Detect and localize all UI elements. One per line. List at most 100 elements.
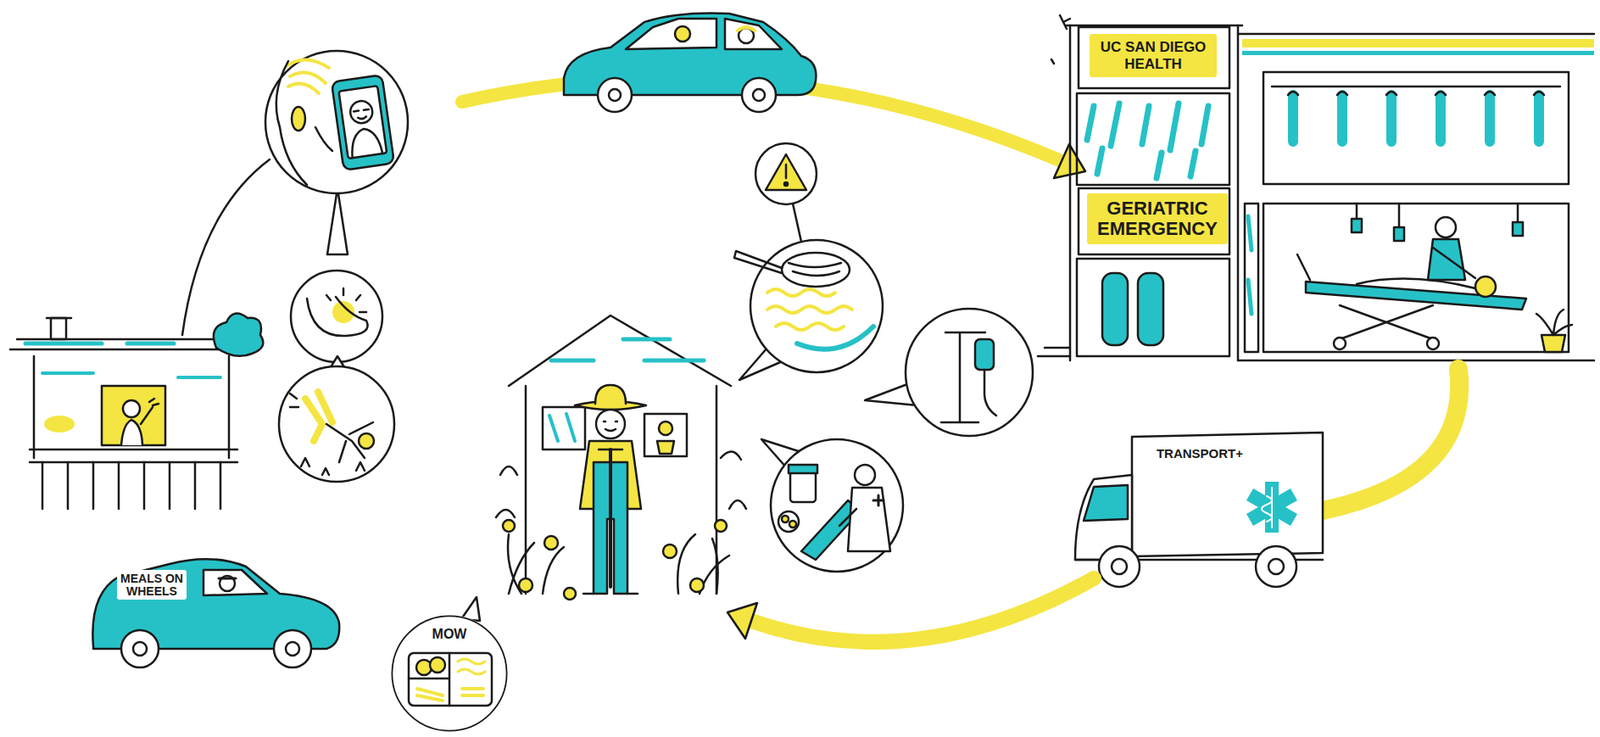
drawing-stroke bbox=[218, 577, 236, 580]
family-car bbox=[563, 12, 816, 112]
sign-panel: MEALS ON WHEELS bbox=[117, 569, 187, 600]
drawing-stroke bbox=[219, 575, 235, 591]
drawing-stroke bbox=[429, 657, 446, 673]
phone-bubble bbox=[265, 50, 408, 255]
iv-bubble bbox=[864, 308, 1033, 436]
drawing-stroke bbox=[563, 587, 576, 600]
drawing-stroke bbox=[353, 109, 369, 112]
bubble-circle bbox=[391, 615, 507, 731]
drawing-stroke bbox=[1263, 203, 1569, 352]
sign-panel: UC SAN DIEGO HEALTH bbox=[1089, 33, 1217, 78]
drawing-stroke bbox=[770, 439, 904, 572]
drawing-stroke bbox=[608, 449, 613, 587]
arrow-head bbox=[727, 602, 758, 639]
fall-bubble bbox=[278, 356, 395, 482]
drawing-stroke bbox=[1037, 347, 1071, 357]
drawing-stroke bbox=[408, 652, 492, 706]
drawing-stroke bbox=[25, 341, 174, 346]
drawing-stroke bbox=[1293, 94, 1539, 142]
drawing-stroke bbox=[121, 629, 159, 668]
drawing-stroke bbox=[1070, 25, 1238, 361]
drawing-stroke bbox=[273, 629, 312, 668]
drawing-stroke bbox=[301, 457, 365, 475]
drawing-stroke bbox=[203, 569, 268, 596]
drawing-stroke bbox=[1432, 247, 1476, 279]
drawing-stroke bbox=[1255, 546, 1297, 587]
drawing-stroke bbox=[408, 652, 450, 706]
drawing-stroke bbox=[315, 127, 333, 151]
drawing-stroke bbox=[984, 369, 997, 416]
drawing-stroke bbox=[276, 61, 307, 185]
drawing-stroke bbox=[975, 339, 994, 370]
drawing-stroke bbox=[358, 433, 374, 449]
drawing-stroke bbox=[1242, 50, 1595, 56]
drawing-stroke bbox=[625, 18, 717, 50]
stove-bubble bbox=[734, 239, 883, 380]
drawing-stroke bbox=[597, 78, 632, 112]
drawing-stroke bbox=[781, 515, 789, 523]
drawing-stroke bbox=[1248, 216, 1252, 314]
drawing-stroke bbox=[16, 338, 229, 341]
drawing-stroke bbox=[767, 289, 853, 330]
drawing-stroke bbox=[1475, 276, 1496, 297]
drawing-stroke bbox=[339, 422, 374, 463]
drawing-stroke bbox=[525, 385, 717, 594]
drawing-stroke bbox=[33, 356, 229, 458]
drawing-stroke bbox=[1076, 258, 1230, 357]
drawing-stroke bbox=[873, 495, 884, 506]
drawing-stroke bbox=[133, 641, 147, 656]
drawing-stroke bbox=[1427, 239, 1466, 280]
drawing-stroke bbox=[29, 449, 238, 463]
drawing-stroke bbox=[549, 413, 575, 441]
drawing-stroke bbox=[508, 315, 731, 386]
drawing-stroke bbox=[1078, 27, 1230, 89]
drawing-stroke bbox=[644, 413, 687, 457]
drawing-stroke bbox=[663, 544, 677, 558]
drawing-stroke bbox=[42, 373, 221, 378]
drawing-stroke bbox=[784, 182, 788, 186]
drawing-stroke bbox=[306, 296, 368, 336]
drawing-stroke bbox=[690, 578, 704, 592]
drawing-stroke bbox=[1333, 337, 1346, 350]
drawing-stroke bbox=[1102, 273, 1128, 346]
sign-text: TRANSPORT+ bbox=[1143, 446, 1256, 462]
drawing-stroke bbox=[738, 27, 754, 44]
drawing-stroke bbox=[1078, 188, 1230, 255]
drawing-stroke bbox=[101, 385, 166, 446]
sign-text: MEALS ON WHEELS bbox=[119, 572, 184, 597]
drawing-stroke bbox=[1339, 305, 1433, 340]
drawing-stroke bbox=[1083, 485, 1128, 521]
drawing-stroke bbox=[122, 400, 140, 418]
flow-arrow bbox=[462, 78, 1062, 162]
sign-text: GERIATRIC EMERGENCY bbox=[1090, 198, 1225, 240]
drawing-stroke bbox=[905, 308, 1033, 436]
drawing-stroke bbox=[1536, 309, 1573, 335]
flow-arrow bbox=[1322, 368, 1460, 511]
drawing-stroke bbox=[140, 398, 159, 424]
drawing-stroke bbox=[595, 384, 626, 404]
drawing-stroke bbox=[289, 393, 299, 407]
drawing-stroke bbox=[1111, 558, 1127, 575]
drawing-stroke bbox=[285, 641, 300, 656]
drawing-stroke bbox=[1137, 273, 1164, 346]
drawing-stroke bbox=[1098, 546, 1140, 587]
drawing-stroke bbox=[752, 89, 765, 101]
drawing-stroke bbox=[596, 409, 625, 439]
drawing-stroke bbox=[327, 188, 348, 255]
meals-bubble bbox=[390, 596, 508, 732]
drawing-stroke bbox=[781, 252, 850, 287]
left-house bbox=[10, 313, 263, 509]
sign-text: MOW bbox=[399, 626, 500, 642]
drawing-stroke bbox=[598, 448, 623, 452]
drawing-stroke bbox=[507, 534, 730, 594]
drawing-stroke bbox=[737, 27, 755, 31]
drawing-stroke bbox=[583, 592, 638, 596]
meals-car bbox=[92, 558, 340, 668]
drawing-stroke bbox=[854, 464, 876, 486]
drawing-stroke bbox=[121, 419, 143, 446]
sign-panel: TRANSPORT+ bbox=[1140, 444, 1260, 464]
drawing-stroke bbox=[46, 317, 72, 320]
